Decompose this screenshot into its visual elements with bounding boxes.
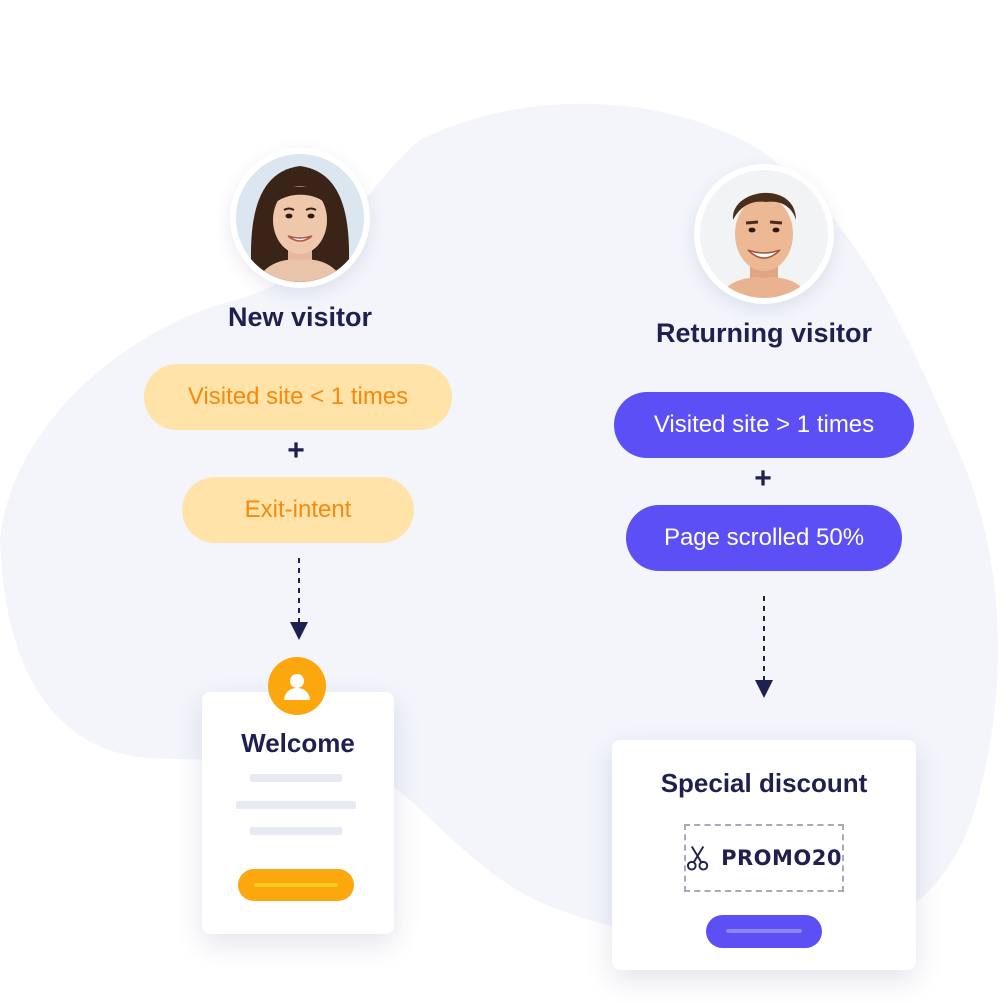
new-visitor-condition-exit-intent: Exit-intent xyxy=(182,477,414,543)
new-visitor-condition-visits: Visited site < 1 times xyxy=(144,364,452,430)
scissors-icon xyxy=(686,845,709,871)
new-visitor-avatar xyxy=(230,148,370,288)
welcome-popup-card: Welcome xyxy=(202,692,394,934)
promo-code-box[interactable]: PROMO20 xyxy=(684,824,844,892)
new-visitor-plus: + xyxy=(287,434,305,467)
man-avatar-icon xyxy=(700,170,828,298)
woman-avatar-icon xyxy=(236,154,364,282)
user-icon xyxy=(284,674,310,700)
returning-visitor-avatar xyxy=(694,164,834,304)
special-discount-title: Special discount xyxy=(660,768,868,798)
new-visitor-arrow xyxy=(290,558,308,640)
returning-visitor-condition-visits: Visited site > 1 times xyxy=(614,392,914,458)
promo-code-text: PROMO20 xyxy=(721,846,842,870)
returning-visitor-arrow xyxy=(755,596,773,698)
returning-visitor-plus: + xyxy=(754,462,772,495)
welcome-title: Welcome xyxy=(241,728,355,758)
placeholder-line xyxy=(236,801,356,809)
returning-visitor-condition-scroll: Page scrolled 50% xyxy=(626,505,902,571)
new-visitor-title: New visitor xyxy=(227,302,373,332)
discount-cta-button[interactable] xyxy=(706,915,822,948)
welcome-cta-button[interactable] xyxy=(238,869,354,901)
returning-visitor-title: Returning visitor xyxy=(655,318,872,348)
welcome-badge xyxy=(268,657,326,715)
placeholder-line xyxy=(250,774,342,782)
special-discount-card: Special discount PROMO20 xyxy=(612,740,916,970)
placeholder-line xyxy=(250,827,342,835)
